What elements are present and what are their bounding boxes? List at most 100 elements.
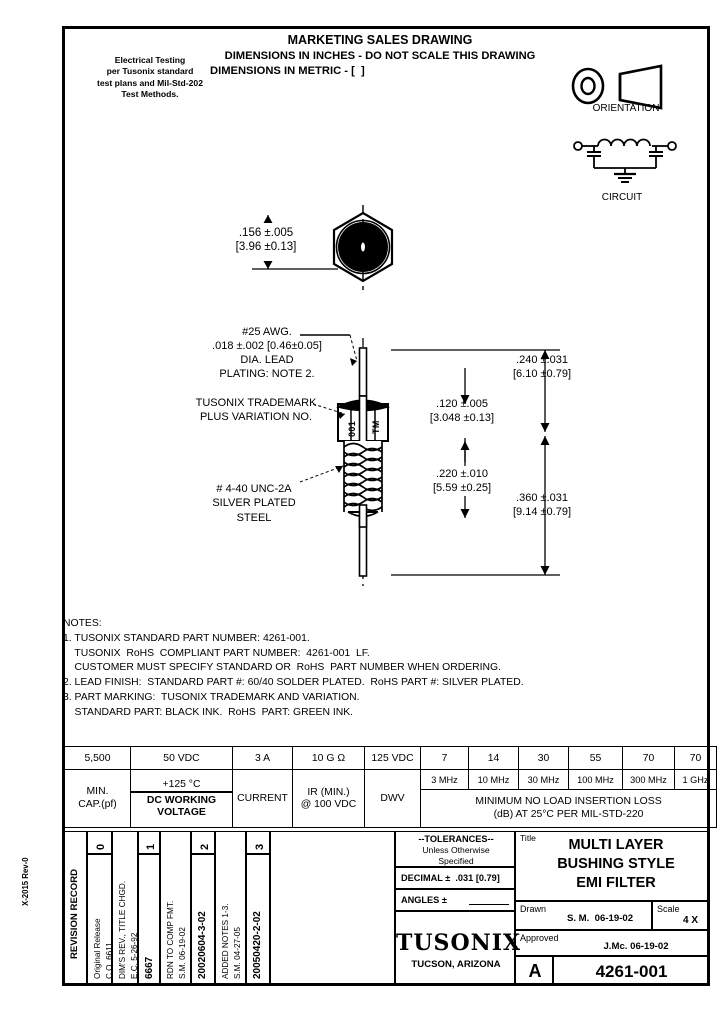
cell-ir-value: 10 G Ω	[292, 746, 365, 770]
decimal-tolerance-box: DECIMAL ± .031 [0.79]	[395, 867, 515, 889]
tolerances-title: --TOLERANCES--	[418, 834, 494, 844]
dimension-lower-lead-length: .360 ±.031 [9.14 ±0.79]	[512, 492, 572, 518]
cell-il-value: 7	[420, 746, 469, 770]
company-city: TUCSON, ARIZONA	[411, 959, 501, 970]
cell-insertion-loss-caption: MINIMUM NO LOAD INSERTION LOSS (dB) AT 2…	[420, 789, 717, 828]
cell-ir-label: IR (MIN.) @ 100 VDC	[292, 769, 365, 828]
tolerances-box: --TOLERANCES-- Unless Otherwise Specifie…	[395, 831, 515, 867]
scale-value: 4 X	[683, 915, 699, 926]
cell-voltage-value: 50 VDC	[130, 746, 233, 770]
rev-mark-cell	[138, 831, 160, 854]
cell-voltage-sublabel: DC WORKING VOLTAGE	[131, 791, 232, 820]
note-line: 2. LEAD FINISH: STANDARD PART #: 60/40 S…	[63, 677, 524, 689]
rev-mark: 2	[199, 843, 211, 850]
rev-number: 6667	[144, 956, 155, 979]
cell-freq: 300 MHz	[622, 769, 675, 790]
cell-il-value: 30	[518, 746, 569, 770]
electrical-testing-note: Electrical Testing per Tusonix standard …	[96, 55, 203, 100]
rev-mark: 0	[95, 843, 107, 850]
cell-temp-value: +125 °C	[162, 778, 201, 790]
cell-freq: 100 MHz	[568, 769, 623, 790]
approved-label: Approved	[520, 933, 559, 943]
cell-dwv-value: 125 VDC	[364, 746, 421, 770]
dimension-hex-across-flats: .156 ±.005 [3.96 ±0.13]	[235, 227, 297, 254]
rev-desc: RDN TO COMP FMT. S.M. 06-19-02	[166, 900, 187, 979]
part-number-box: 4261-001	[553, 956, 708, 984]
rev-mark-cell	[87, 831, 112, 854]
cell-min-cap-label: MIN. CAP.(pf)	[64, 769, 131, 828]
revision-record-label: REVISION RECORD	[69, 868, 80, 959]
thread-callout: # 4-40 UNC-2A SILVER PLATED STEEL	[212, 483, 296, 524]
approved-value: J.Mc. 06-19-02	[603, 941, 669, 952]
rev-mark: 1	[145, 843, 157, 850]
dimensions-inches-note: DIMENSIONS IN INCHES - DO NOT SCALE THIS…	[224, 50, 536, 62]
rev-desc: ADDED NOTES 1-3. S.M. 04-27-05	[221, 903, 242, 979]
end-view-hex	[252, 205, 394, 290]
drawing-title-text: MULTI LAYER BUSHING STYLE EMI FILTER	[557, 837, 675, 892]
rev-desc-cell	[160, 831, 191, 984]
rev-number-cell	[246, 854, 270, 984]
drawing-title-box: Title MULTI LAYER BUSHING STYLE EMI FILT…	[515, 831, 708, 901]
scale-label: Scale	[657, 904, 680, 914]
drawing-title: MARKETING SALES DRAWING	[287, 33, 473, 47]
cell-freq: 30 MHz	[518, 769, 569, 790]
rev-blank-cell	[270, 831, 395, 984]
table-row-labels: MIN. CAP.(pf) +125 °C DC WORKING VOLTAGE…	[64, 769, 717, 828]
cell-freq: 10 MHz	[468, 769, 519, 790]
sheet-border-outer	[62, 26, 710, 986]
rev-number-cell	[138, 854, 160, 984]
specification-table: 5,500 50 VDC 3 A 10 G Ω 125 VDC 7 14 30 …	[64, 746, 717, 828]
cell-min-cap-value: 5,500	[64, 746, 131, 770]
angles-tolerance: ANGLES ±	[401, 895, 447, 905]
decimal-tolerance: DECIMAL ± .031 [0.79]	[401, 873, 500, 883]
revision-record-header-cell	[64, 831, 87, 984]
cell-current-value: 3 A	[232, 746, 293, 770]
drawn-by-box: Drawn S. M. 06-19-02	[515, 901, 652, 930]
rev-desc-cell	[215, 831, 246, 984]
sheet-code: X-2015 Rev-0	[21, 857, 30, 906]
cell-freq: 1 GHz	[674, 769, 717, 790]
rev-mark-cell	[246, 831, 270, 854]
side-view	[299, 334, 560, 586]
angles-tolerance-box: ANGLES ±	[395, 889, 515, 911]
note-line: CUSTOMER MUST SPECIFY STANDARD OR RoHS P…	[63, 662, 501, 674]
drawn-value: S. M. 06-19-02	[566, 913, 634, 924]
body-marking-variation: 001	[347, 420, 357, 437]
cell-voltage-label: +125 °C DC WORKING VOLTAGE	[130, 769, 233, 828]
rev-mark: 3	[254, 843, 266, 850]
orientation-label: ORIENTATION	[592, 103, 660, 114]
table-row-insertion-loss-caption: MINIMUM NO LOAD INSERTION LOSS (dB) AT 2…	[65, 789, 717, 828]
rev-number-cell	[191, 854, 215, 984]
cell-il-value: 55	[568, 746, 623, 770]
rev-number: 20020604-3-02	[197, 911, 208, 979]
notes-heading: NOTES:	[63, 618, 102, 629]
rev-mark-cell	[191, 831, 215, 854]
note-line: STANDARD PART: BLACK INK. RoHS PART: GRE…	[63, 706, 354, 718]
trademark-callout: TUSONIX TRADEMARK PLUS VARIATION NO.	[195, 397, 317, 424]
orientation-symbol	[571, 64, 663, 110]
dimension-upper-lead-length: .240 ±.031 [6.10 ±0.79]	[512, 354, 572, 380]
note-line: 3. PART MARKING: TUSONIX TRADEMARK AND V…	[63, 691, 360, 703]
dimension-thread-length: .220 ±.010 [5.59 ±0.25]	[432, 468, 492, 494]
angles-blank-line	[469, 904, 509, 905]
body-marking-trademark: TM	[371, 420, 381, 434]
cell-dwv-label: DWV	[364, 769, 421, 828]
dimension-head-height: .120 ±.005 [3.048 ±0.13]	[429, 398, 495, 424]
note-line: TUSONIX RoHS COMPLIANT PART NUMBER: 4261…	[63, 647, 370, 659]
note-line: 1. TUSONIX STANDARD PART NUMBER: 4261-00…	[63, 632, 310, 644]
circuit-label: CIRCUIT	[601, 192, 643, 203]
rev-desc-cell	[87, 854, 112, 984]
table-row-values: 5,500 50 VDC 3 A 10 G Ω 125 VDC 7 14 30 …	[64, 746, 717, 770]
cell-current-label: CURRENT	[232, 769, 293, 828]
rev-desc-cell	[112, 831, 138, 984]
notes-block: NOTES: 1. TUSONIX STANDARD PART NUMBER: …	[63, 617, 663, 720]
dimensions-metric-note: DIMENSIONS IN METRIC - [ ]	[210, 65, 365, 77]
scale-box: Scale 4 X	[652, 901, 708, 930]
size-box: A	[515, 956, 553, 984]
drawn-label: Drawn	[520, 904, 547, 914]
company-name: TUSONIX	[396, 930, 522, 956]
circuit-symbol-pi-filter	[573, 138, 677, 183]
rev-number: 20050420-2-02	[252, 911, 263, 979]
